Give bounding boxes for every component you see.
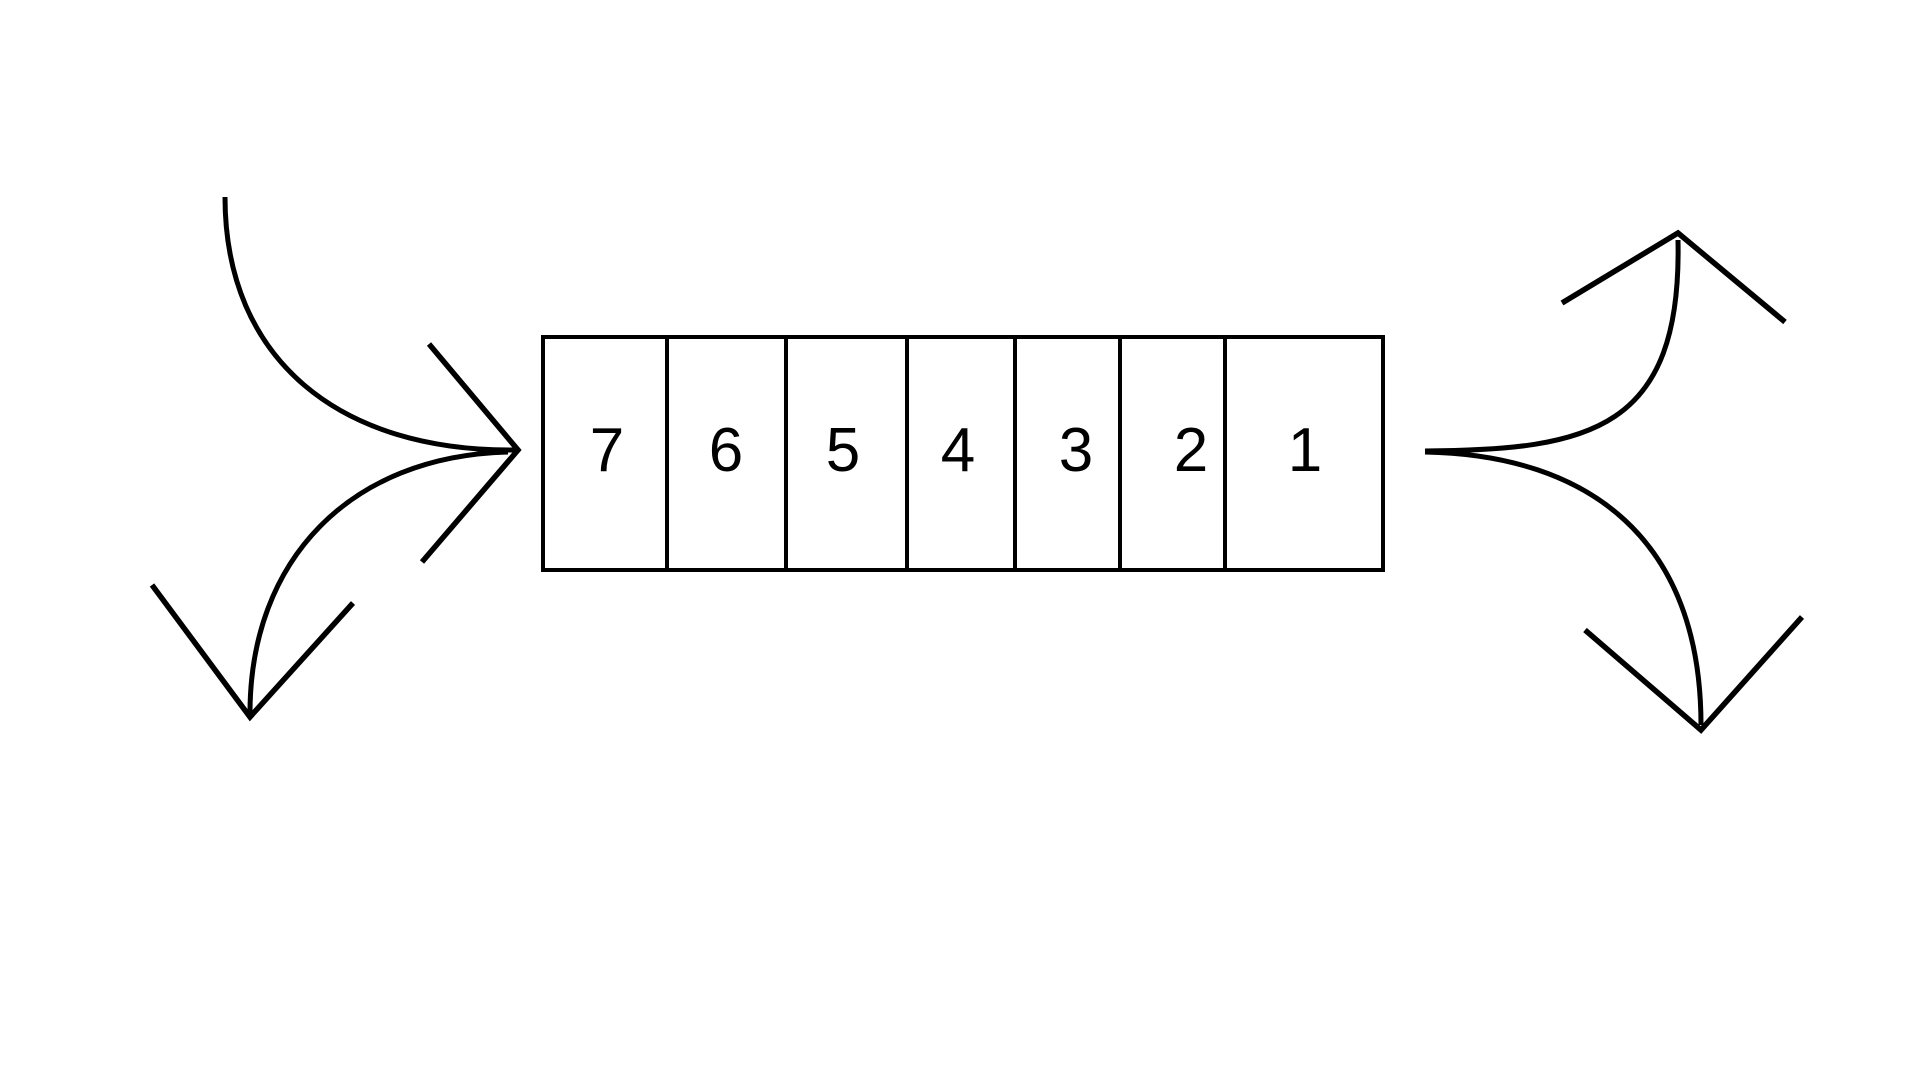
queue-box: 7 6 5 4 3 2 1 — [541, 335, 1385, 572]
down-pointing-arrowhead-icon — [149, 583, 356, 722]
right-down-curve — [1424, 449, 1704, 726]
queue-cell-label: 1 — [1288, 416, 1322, 485]
queue-cell-label: 2 — [1174, 416, 1208, 485]
right-remove-up-arrow — [1424, 229, 1787, 454]
left-remove-curve — [247, 449, 509, 714]
right-remove-down-arrow — [1424, 449, 1805, 734]
right-up-curve — [1424, 239, 1681, 454]
up-pointing-arrowhead-icon — [1560, 229, 1787, 325]
queue-cell-label: 3 — [1059, 416, 1093, 485]
queue-cell-label: 6 — [709, 416, 743, 485]
down-pointing-arrowhead-icon — [1583, 615, 1805, 734]
left-insert-curve — [222, 196, 517, 453]
queue-cell-label: 4 — [941, 416, 975, 485]
left-remove-arrow — [149, 449, 509, 722]
right-pointing-arrowhead-icon — [419, 342, 522, 564]
left-insert-arrow — [222, 196, 522, 564]
queue-outline — [541, 335, 1385, 572]
queue-cell-label: 7 — [590, 416, 624, 485]
queue-cell-label: 5 — [826, 416, 860, 485]
